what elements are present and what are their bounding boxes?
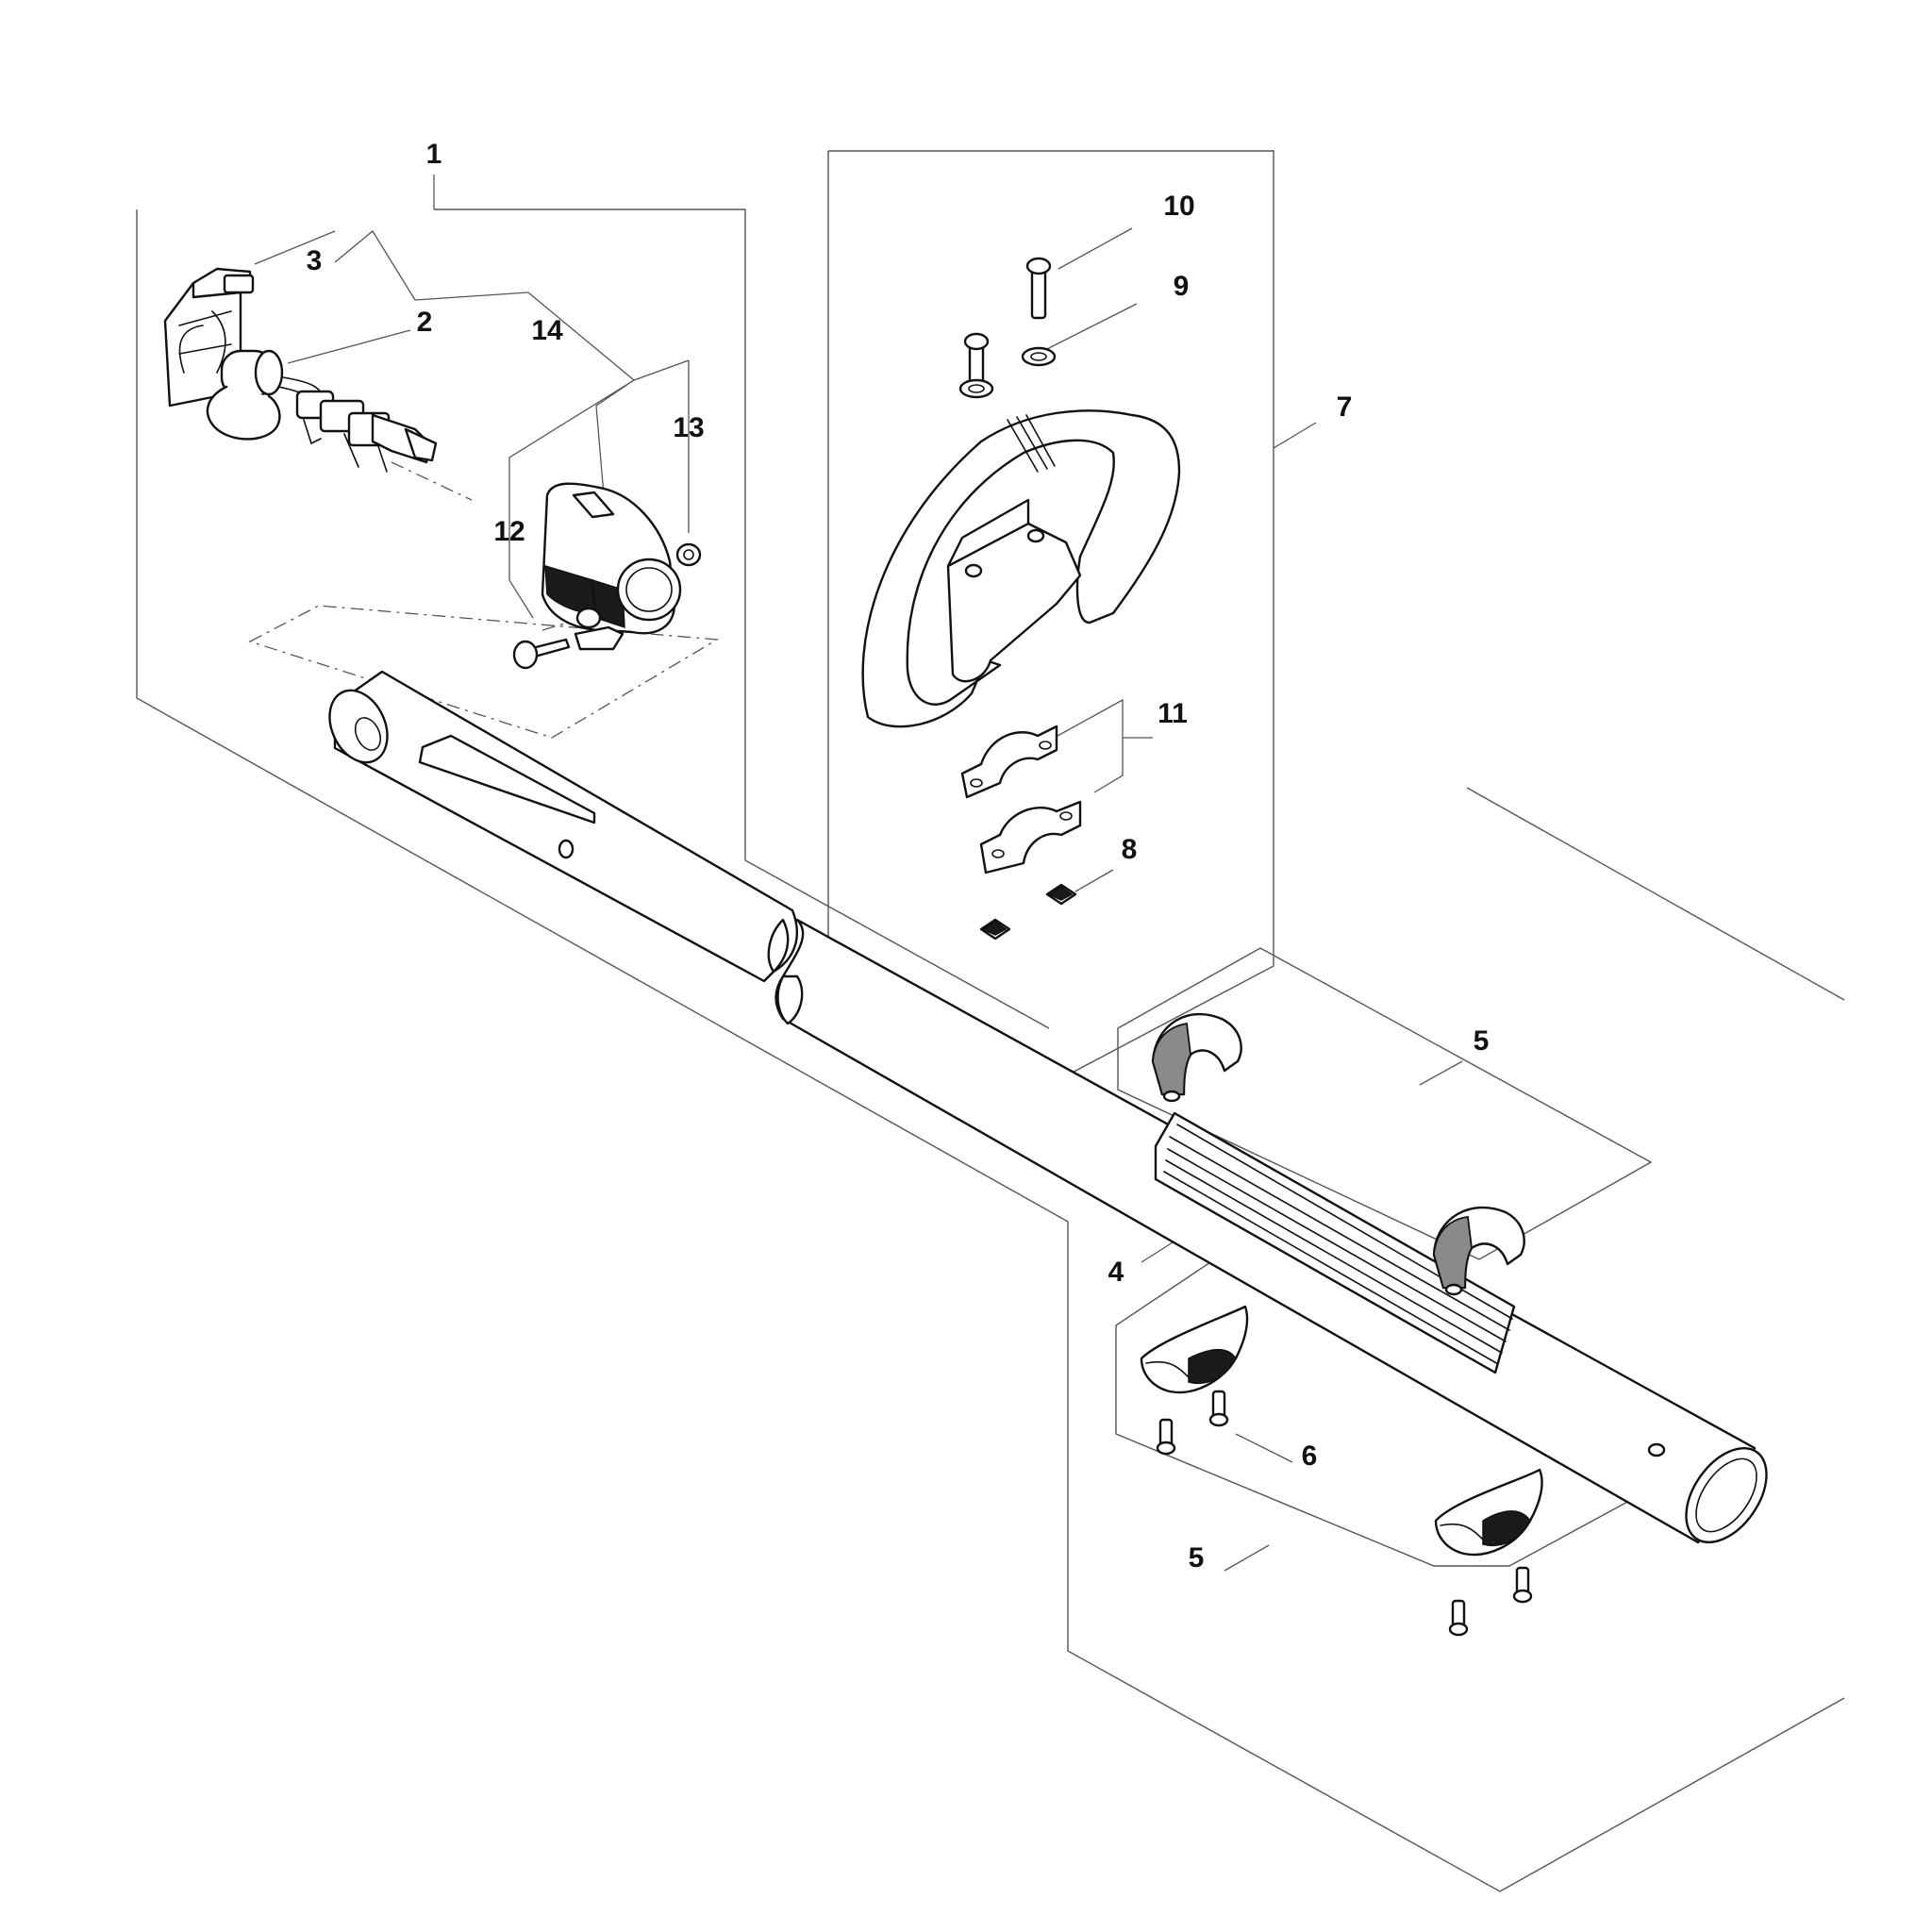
end-cap-5c — [1140, 1305, 1249, 1394]
washer-9a — [958, 378, 994, 399]
end-cap-5b — [1432, 1206, 1525, 1296]
end-cap-5a — [1151, 1012, 1242, 1103]
wiring-harness — [163, 267, 438, 473]
callout-6: 6 — [1302, 1441, 1318, 1472]
shaft-lower — [774, 918, 1768, 1544]
callout-7: 7 — [1337, 391, 1353, 423]
shaft-upper — [328, 670, 799, 983]
callout-8: 8 — [1122, 834, 1138, 865]
screw-12 — [512, 638, 571, 670]
callout-5-upper: 5 — [1474, 1025, 1490, 1057]
callout-11: 11 — [1158, 698, 1188, 729]
frame-group-7 — [827, 150, 1274, 1086]
callout-14: 14 — [531, 315, 563, 346]
screw-6d — [1448, 1599, 1469, 1637]
nut-13 — [675, 542, 702, 567]
washer-9b — [1021, 346, 1057, 367]
frame-group-1 — [136, 208, 1845, 1892]
callout-12: 12 — [493, 516, 525, 547]
clamp-11a — [960, 724, 1058, 799]
callout-4: 4 — [1108, 1257, 1124, 1288]
frame-right-upper — [1466, 787, 1845, 1001]
callout-3: 3 — [307, 245, 323, 276]
callout-10: 10 — [1163, 191, 1194, 222]
callout-5-lower: 5 — [1189, 1542, 1205, 1574]
end-cap-5d — [1434, 1468, 1543, 1557]
frame-caps-upper — [1117, 947, 1653, 1260]
callout-1: 1 — [426, 139, 442, 170]
callout-labels: 1 3 2 14 13 12 10 9 7 11 8 5 4 6 5 — [307, 139, 1490, 1574]
screw-10b — [1025, 257, 1052, 320]
loop-handle — [861, 409, 1181, 728]
nut-8b — [979, 918, 1011, 941]
nut-8a — [1045, 883, 1077, 906]
callout-13: 13 — [673, 412, 704, 443]
throttle-housing — [541, 482, 682, 651]
clamp-11b — [979, 800, 1082, 874]
screw-6c — [1512, 1566, 1533, 1604]
screw-6b — [1156, 1418, 1176, 1456]
screw-6a — [1208, 1390, 1229, 1427]
callout-9: 9 — [1174, 271, 1190, 302]
leader-lines — [254, 175, 1463, 1572]
callout-2: 2 — [417, 307, 433, 338]
